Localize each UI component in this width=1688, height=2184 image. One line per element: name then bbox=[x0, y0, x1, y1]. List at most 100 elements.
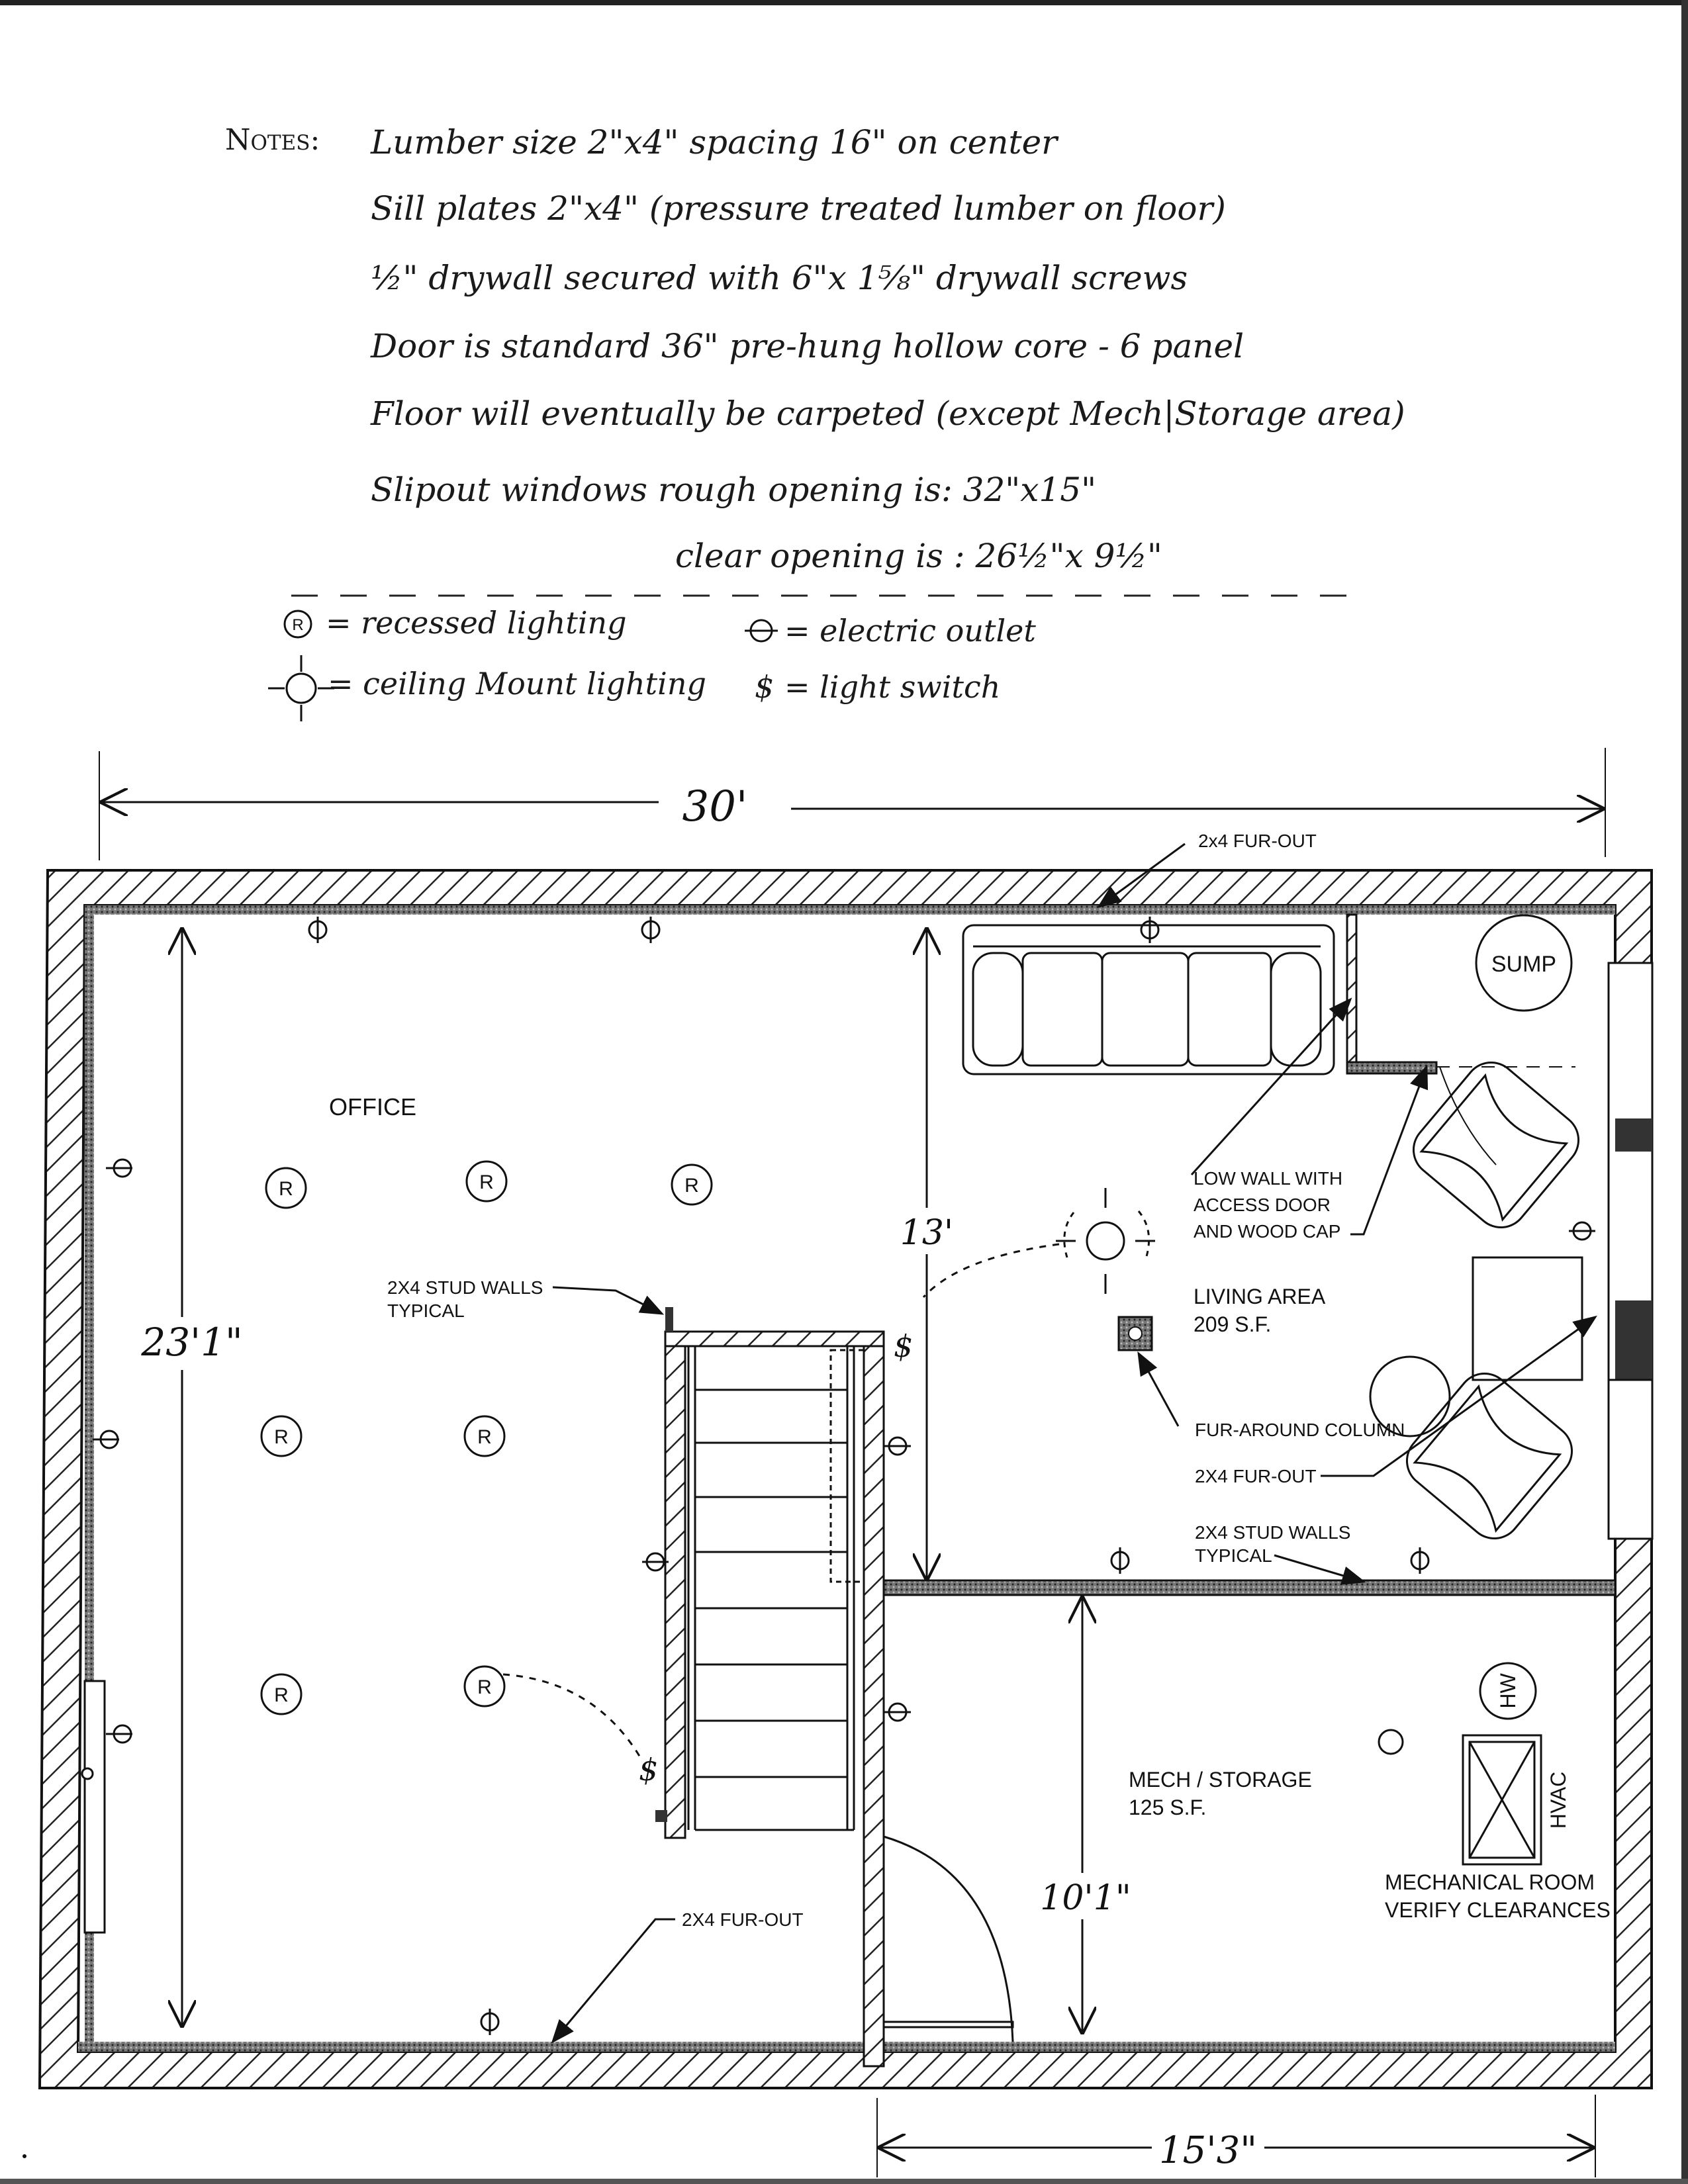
note-drywall: ½" drywall secured with 6"x 1⅝" drywall … bbox=[371, 259, 1188, 297]
dimension-overall-depth: 23'1" bbox=[140, 930, 243, 2025]
legend-switch-label: = light switch bbox=[784, 669, 1001, 705]
callout-fur-column: FUR-AROUND COLUMN bbox=[1195, 1420, 1405, 1440]
water-heater-label: HW bbox=[1496, 1673, 1520, 1709]
note-window-clear: clear opening is : 26½"x 9½" bbox=[675, 537, 1162, 575]
callout-furout-bottom: 2X4 FUR-OUT bbox=[682, 1909, 804, 1930]
note-sill-plates: Sill plates 2"x4" (pressure treated lumb… bbox=[371, 189, 1226, 228]
mech-note-2: VERIFY CLEARANCES bbox=[1385, 1898, 1611, 1922]
note-window-rough: Slipout windows rough opening is: 32"x15… bbox=[371, 471, 1097, 509]
dimension-living-depth-label: 13' bbox=[900, 1213, 953, 1253]
armchair-lower bbox=[1405, 1372, 1573, 1540]
outlet-icon bbox=[1410, 1547, 1430, 1574]
hvac-label: HVAC bbox=[1546, 1772, 1570, 1829]
callout-stud-walls-1: 2X4 STUD WALLS bbox=[387, 1277, 543, 1298]
outlet-icon bbox=[308, 917, 328, 943]
legend-recessed-label: = recessed lighting bbox=[326, 605, 627, 641]
room-office-label: OFFICE bbox=[329, 1093, 416, 1120]
sump-label: SUMP bbox=[1491, 952, 1556, 977]
mech-note-1: MECHANICAL ROOM bbox=[1385, 1870, 1595, 1894]
page-top-edge bbox=[0, 0, 1688, 5]
hvac-unit bbox=[1462, 1734, 1542, 1866]
water-heater: HW bbox=[1479, 1662, 1537, 1720]
callout-low-wall-1: LOW WALL WITH bbox=[1194, 1168, 1342, 1189]
callout-stud-walls-b1: 2X4 STUD WALLS bbox=[1195, 1522, 1350, 1543]
recessed-light-label: R bbox=[279, 1178, 293, 1200]
window-pier-2 bbox=[1615, 1300, 1652, 1380]
callout-stud-walls-b2: TYPICAL bbox=[1195, 1545, 1272, 1566]
sump-low-wall: SUMP bbox=[1346, 913, 1575, 1165]
window-right-lower bbox=[1607, 1379, 1654, 1540]
stair-wall-left bbox=[664, 1330, 686, 1839]
legend-switch-symbol: $ bbox=[755, 669, 774, 705]
recessed-light bbox=[260, 1415, 303, 1457]
recessed-light-label: R bbox=[274, 1684, 289, 1706]
outlet-icon bbox=[884, 1702, 911, 1722]
recessed-light bbox=[265, 1167, 307, 1209]
room-mech-area: 125 S.F. bbox=[1129, 1796, 1206, 1819]
callout-furout-right: 2X4 FUR-OUT bbox=[1195, 1466, 1317, 1486]
legend-ceiling-label: = ceiling Mount lighting bbox=[328, 666, 706, 702]
window-pier-1 bbox=[1615, 1118, 1652, 1152]
room-living-name: LIVING AREA bbox=[1194, 1285, 1326, 1308]
sofa bbox=[962, 924, 1335, 1075]
recessed-light bbox=[463, 1665, 506, 1707]
round-table bbox=[1369, 1355, 1451, 1437]
notes-label: Notes: bbox=[225, 123, 320, 157]
sump-pit bbox=[1475, 914, 1573, 1012]
entry-door bbox=[882, 1835, 1014, 2045]
furout-top-band bbox=[85, 905, 1615, 915]
living-light-switch: $ bbox=[894, 1328, 913, 1364]
outlet-icon bbox=[106, 1158, 132, 1178]
recessed-light-label: R bbox=[479, 1171, 494, 1193]
stair-wall-right bbox=[863, 1330, 885, 2068]
recessed-light bbox=[260, 1673, 303, 1715]
dimension-mech-width-label: 15'3" bbox=[1159, 2129, 1257, 2172]
dimension-mech-depth: 10'1" bbox=[1040, 1598, 1131, 2032]
page-bottom-edge bbox=[0, 2179, 1688, 2184]
outlet-icon bbox=[1569, 1221, 1595, 1241]
dimension-overall-depth-label: 23'1" bbox=[140, 1320, 242, 1365]
dimension-overall-width-label: 30' bbox=[682, 782, 747, 831]
mech-partition-wall bbox=[882, 1579, 1617, 1596]
recessed-light-label: R bbox=[477, 1426, 492, 1448]
callout-furout-top: 2x4 FUR-OUT bbox=[1198, 831, 1317, 851]
stair-wall-top bbox=[664, 1330, 885, 1347]
electric-outlets bbox=[93, 917, 1595, 2035]
stair-treads bbox=[687, 1347, 865, 1831]
end-table bbox=[1472, 1256, 1583, 1381]
outlet-icon bbox=[480, 2009, 500, 2035]
outlet-icon bbox=[1110, 1547, 1130, 1574]
dimension-overall-width: 30' bbox=[99, 748, 1606, 860]
recessed-light-label: R bbox=[684, 1175, 699, 1197]
outlet-icon bbox=[641, 917, 661, 943]
recessed-light bbox=[671, 1163, 713, 1206]
outlet-icon bbox=[1140, 917, 1160, 943]
page-right-edge bbox=[1681, 0, 1688, 2184]
outlet-icon bbox=[642, 1552, 669, 1572]
floor-drain bbox=[1378, 1729, 1404, 1755]
recessed-light bbox=[463, 1415, 506, 1457]
exterior-wall bbox=[38, 869, 1654, 2089]
callout-low-wall-3: AND WOOD CAP bbox=[1194, 1221, 1340, 1242]
dimension-living-depth: 13' bbox=[897, 930, 957, 1578]
recessed-light-label: R bbox=[274, 1426, 289, 1448]
armchair-upper bbox=[1412, 1061, 1580, 1229]
room-living-area: 209 S.F. bbox=[1194, 1312, 1271, 1336]
note-door: Door is standard 36" pre-hung hollow cor… bbox=[371, 327, 1244, 365]
outlet-icon bbox=[884, 1436, 911, 1456]
ceiling-mount-light bbox=[922, 1188, 1155, 1298]
outlet-icon bbox=[93, 1430, 119, 1449]
office-switch-wiring bbox=[502, 1673, 643, 1761]
stair-enclosure bbox=[655, 1307, 885, 2068]
recessed-light-label: R bbox=[477, 1676, 492, 1698]
note-lumber: Lumber size 2"x4" spacing 16" on center bbox=[371, 123, 1058, 161]
note-floor: Floor will eventually be carpeted (excep… bbox=[371, 394, 1405, 433]
room-mech-name: MECH / STORAGE bbox=[1129, 1768, 1312, 1792]
callout-low-wall-2: ACCESS DOOR bbox=[1194, 1195, 1331, 1215]
legend-recessed-icon: R bbox=[283, 610, 312, 639]
dimension-mech-width: 15'3" bbox=[876, 2095, 1596, 2177]
recessed-lights bbox=[260, 1160, 713, 1715]
page-speck bbox=[23, 2154, 26, 2158]
fur-around-column bbox=[1117, 1316, 1153, 1351]
